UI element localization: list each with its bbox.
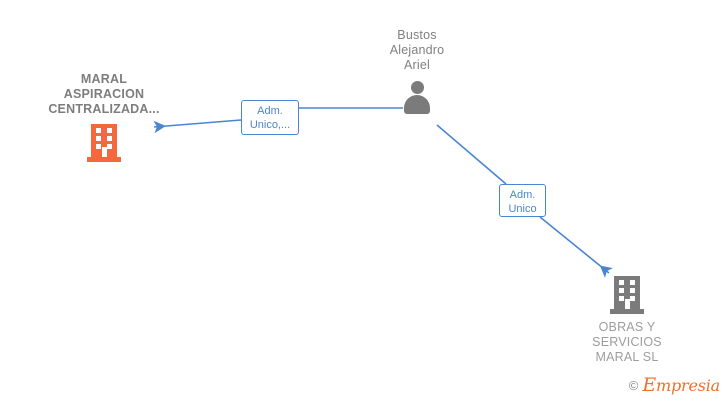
copyright-icon: ©: [628, 377, 639, 393]
empresia-watermark: © Empresia: [629, 374, 720, 396]
icon-wrap-obras: [562, 276, 692, 314]
empresia-logo: Empresia: [642, 374, 720, 396]
edge-segment-lower-arrow: [539, 216, 613, 278]
edge-segment-left-arrow: [153, 119, 242, 134]
building-icon: [610, 276, 644, 314]
building-icon: [87, 124, 121, 162]
node-company-maral-aspiracion[interactable]: MARAL ASPIRACION CENTRALIZADA...: [14, 72, 194, 162]
node-label-obras-servicios-maral: OBRAS Y SERVICIOS MARAL SL: [592, 320, 662, 364]
edge-segment-upper: [436, 124, 507, 185]
edge-label-adm-unico-obras[interactable]: Adm. Unico: [499, 184, 546, 217]
icon-wrap-person: [357, 81, 477, 115]
person-icon: [402, 81, 432, 115]
empresia-logo-initial: E: [642, 374, 656, 396]
edge-bustos-to-maral[interactable]: [153, 107, 403, 134]
node-label-maral-aspiracion: MARAL ASPIRACION CENTRALIZADA...: [48, 72, 160, 116]
icon-wrap-maral: [14, 124, 194, 162]
node-company-obras-servicios-maral[interactable]: OBRAS Y SERVICIOS MARAL SL: [562, 276, 692, 365]
empresia-logo-rest: mpresia: [656, 376, 720, 395]
edge-bustos-to-obras[interactable]: [436, 124, 613, 278]
edge-label-adm-unico-maral[interactable]: Adm. Unico,...: [241, 100, 299, 135]
node-label-bustos-alejandro-ariel: Bustos Alejandro Ariel: [389, 28, 445, 72]
node-person-bustos-alejandro-ariel[interactable]: Bustos Alejandro Ariel: [357, 28, 477, 115]
